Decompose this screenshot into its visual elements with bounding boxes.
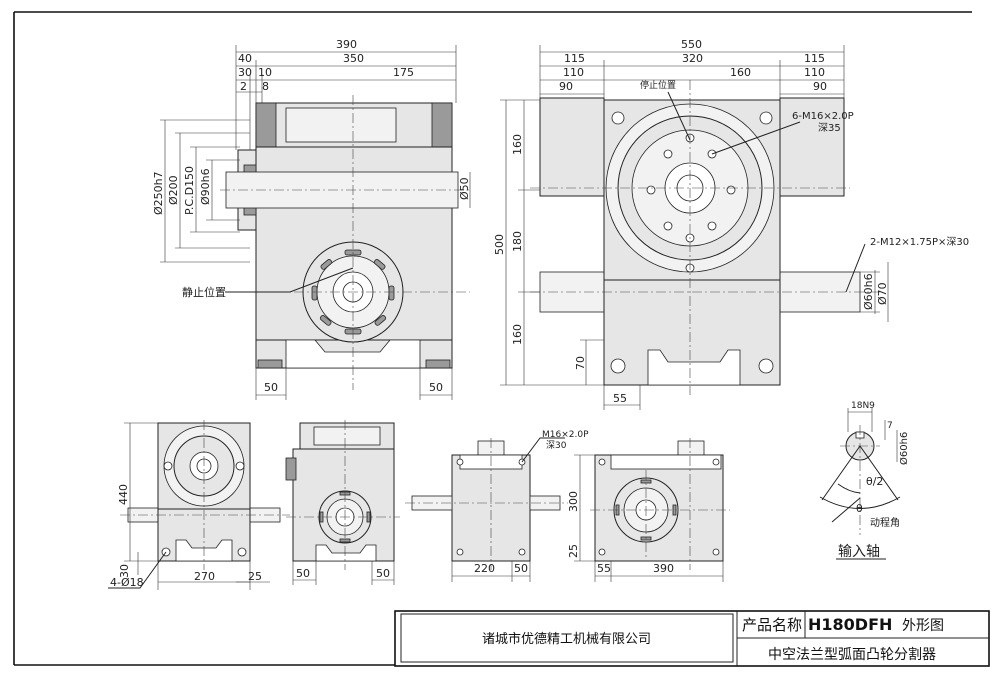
dim-front-bottom-50a: 50 [264, 381, 278, 394]
dim-side-90b: 90 [813, 80, 827, 93]
company-name: 诸城市优德精工机械有限公司 [482, 631, 651, 647]
dim-side-115b: 115 [804, 52, 825, 65]
dim-front-8: 8 [262, 80, 269, 93]
dim-side-110b: 110 [804, 66, 825, 79]
shaft-detail-title: 输入轴 [838, 544, 880, 560]
dim-side-180: 180 [511, 231, 524, 252]
dim-front-175: 175 [393, 66, 414, 79]
dim-front-40: 40 [238, 52, 252, 65]
dim-v1-holes: 4-Ø18 [110, 576, 144, 589]
dim-v1-270: 270 [194, 570, 215, 583]
dim-v3-50: 50 [514, 562, 528, 575]
dim-side-550: 550 [681, 38, 702, 51]
shaft-angle: θ [856, 502, 863, 515]
dim-v3-220: 220 [474, 562, 495, 575]
drawing-type: 外形图 [902, 618, 944, 634]
dim-side-90a: 90 [559, 80, 573, 93]
dim-front-phi90: Ø90h6 [199, 168, 212, 205]
small-view-2 [285, 420, 400, 585]
dim-v4-390: 390 [653, 562, 674, 575]
side-hole-callout-1: 6-M16×2.0P [792, 111, 854, 122]
sheet-border [13, 11, 972, 666]
model-number: H180DFH [808, 615, 892, 634]
side-view [500, 45, 889, 410]
shaft-detail [819, 408, 901, 535]
dim-v1-25: 25 [248, 570, 262, 583]
shaft-angle-label: 动程角 [870, 517, 900, 529]
dim-v4-55: 55 [597, 562, 611, 575]
dim-side-160: 160 [730, 66, 751, 79]
title-block [394, 610, 990, 667]
v3-callout-1: M16×2.0P [542, 430, 589, 440]
small-view-1 [108, 420, 290, 590]
shaft-key-depth: 7 [887, 421, 893, 431]
dim-side-55: 55 [613, 392, 627, 405]
dim-side-160b: 160 [511, 324, 524, 345]
side-stop-position-label: 停止位置 [640, 79, 676, 91]
shaft-half-angle: θ/2 [866, 475, 883, 488]
dim-v2-50a: 50 [296, 567, 310, 580]
dim-v1-30: 30 [118, 564, 131, 578]
dim-front-bottom-50b: 50 [429, 381, 443, 394]
dim-front-phi200: Ø200 [167, 175, 180, 205]
front-stop-position-label: 静止位置 [182, 285, 226, 299]
dim-front-350: 350 [343, 52, 364, 65]
dim-side-115a: 115 [564, 52, 585, 65]
dim-front-30: 30 [238, 66, 252, 79]
front-view [160, 45, 471, 400]
dim-front-phi250: Ø250h7 [152, 171, 165, 215]
dim-front-10: 10 [258, 66, 272, 79]
dim-side-phi60: Ø60h6 [862, 273, 875, 310]
side-shaft-callout: 2-M12×1.75P×深30 [870, 236, 969, 248]
v3-callout-2: 深30 [546, 440, 567, 451]
side-hole-callout-2: 深35 [818, 122, 841, 134]
small-view-3 [405, 437, 568, 582]
dim-side-500: 500 [493, 234, 506, 255]
dim-v1-440: 440 [117, 484, 130, 505]
dim-front-phi50: Ø50 [458, 177, 471, 200]
small-view-4 [574, 438, 730, 582]
shaft-diameter: Ø60h6 [898, 432, 910, 465]
dim-front-390: 390 [336, 38, 357, 51]
dim-v4-300: 300 [567, 491, 580, 512]
product-description: 中空法兰型弧面凸轮分割器 [768, 646, 936, 663]
dim-side-160a: 160 [511, 134, 524, 155]
dim-side-phi70: Ø70 [876, 282, 889, 305]
dim-front-pcd: P.C.D150 [183, 166, 196, 215]
dim-side-70: 70 [574, 356, 587, 370]
dim-side-320: 320 [682, 52, 703, 65]
dim-side-110a: 110 [563, 66, 584, 79]
shaft-key-width: 18N9 [851, 401, 875, 411]
dim-front-2: 2 [240, 80, 247, 93]
dim-v2-50b: 50 [376, 567, 390, 580]
dim-v4-25: 25 [567, 544, 580, 558]
product-name-label: 产品名称 [742, 616, 802, 634]
